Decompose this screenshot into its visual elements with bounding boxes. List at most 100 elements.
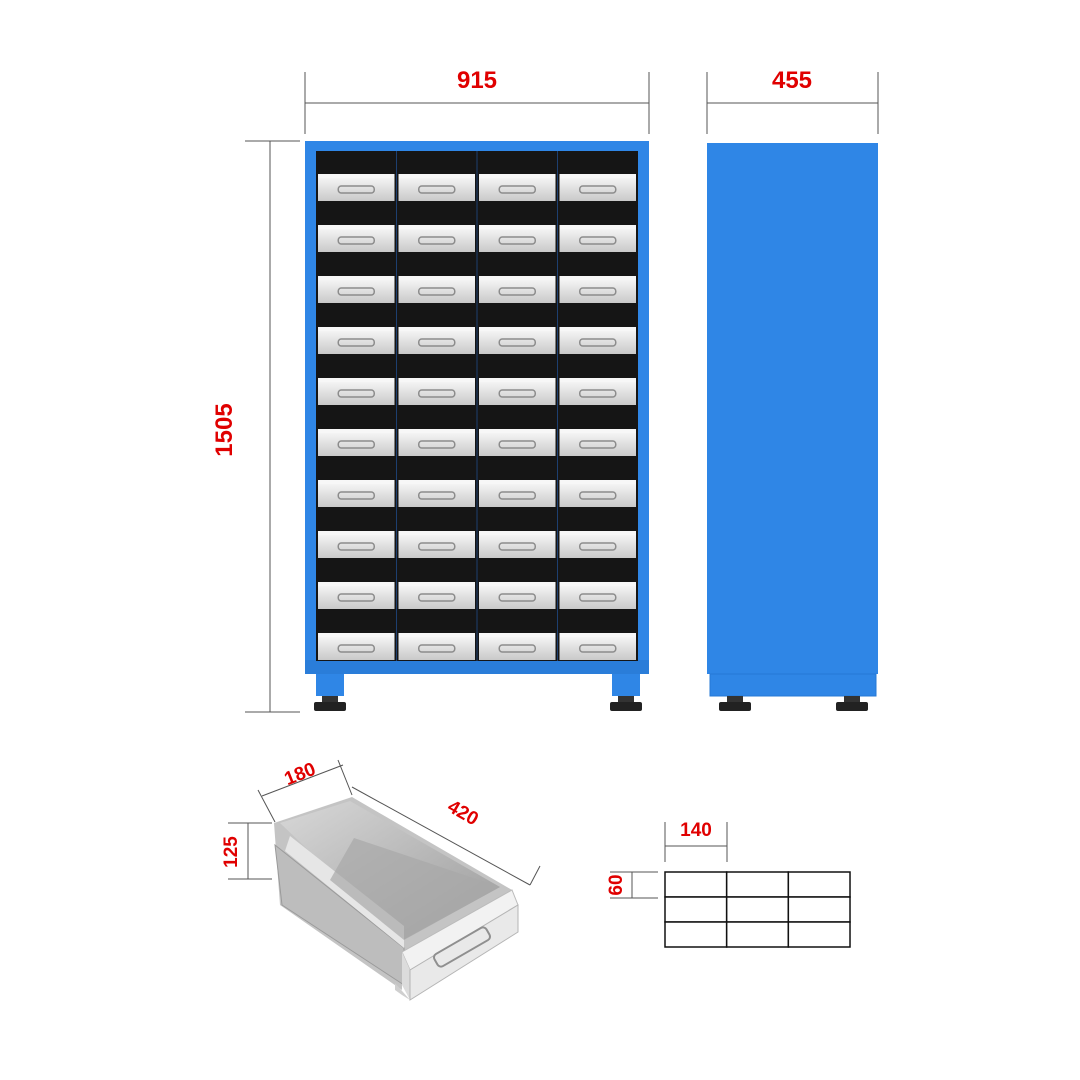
drawer-handle — [337, 389, 375, 398]
drawer-handle — [418, 338, 456, 347]
drawer-bin[interactable] — [479, 582, 556, 609]
grid-cell — [664, 871, 728, 898]
drawer-height-label: 125 — [221, 836, 242, 868]
drawer-handle — [498, 644, 536, 653]
drawer-handle — [579, 440, 617, 449]
drawer-handle — [579, 185, 617, 194]
drawer-bin[interactable] — [479, 276, 556, 303]
drawer-bin[interactable] — [398, 225, 476, 252]
drawer-bin[interactable] — [559, 582, 637, 609]
cabinet-side-panel — [707, 143, 878, 674]
drawer-handle — [337, 644, 375, 653]
drawer-bin[interactable] — [559, 633, 637, 660]
drawer-bin[interactable] — [398, 378, 476, 405]
cell-width-label: 140 — [680, 820, 712, 841]
drawer-bin[interactable] — [398, 633, 476, 660]
drawer-width-label: 180 — [282, 759, 319, 790]
front-right-foot — [610, 674, 642, 711]
cabinet-front-base — [305, 660, 649, 674]
drawer-handle — [498, 593, 536, 602]
drawer-bin[interactable] — [318, 276, 395, 303]
drawer-bin[interactable] — [559, 480, 637, 507]
drawer-bin[interactable] — [479, 378, 556, 405]
drawer-handle — [418, 389, 456, 398]
drawer-handle — [579, 644, 617, 653]
front-view: 915 1505 — [211, 67, 650, 713]
drawer-handle — [498, 389, 536, 398]
drawer-bin[interactable] — [318, 378, 395, 405]
drawer-handle — [418, 593, 456, 602]
grid-cell — [664, 921, 728, 948]
drawer-bin[interactable] — [479, 225, 556, 252]
drawer-bin[interactable] — [398, 429, 476, 456]
drawer-handle — [337, 542, 375, 551]
drawer-tray — [274, 797, 519, 1001]
drawer-bin[interactable] — [318, 174, 395, 201]
cell-height-dimension: 60 — [606, 871, 658, 899]
grid-cell — [787, 896, 851, 923]
drawer-handle — [579, 287, 617, 296]
cell-width-dimension: 140 — [664, 820, 728, 862]
drawer-handle — [337, 491, 375, 500]
drawer-handle — [579, 491, 617, 500]
drawer-bin[interactable] — [559, 531, 637, 558]
drawer-bin[interactable] — [398, 327, 476, 354]
drawer-bin[interactable] — [479, 174, 556, 201]
drawer-detail: 180 420 125 — [221, 759, 541, 1001]
drawer-handle — [579, 236, 617, 245]
drawer-handle — [579, 542, 617, 551]
drawer-handle — [498, 185, 536, 194]
drawer-bin[interactable] — [479, 633, 556, 660]
drawer-handle — [337, 236, 375, 245]
front-left-foot — [314, 674, 346, 711]
drawer-handle — [337, 185, 375, 194]
side-view: 455 — [706, 67, 879, 711]
grid-cell — [725, 871, 790, 898]
front-height-label: 1505 — [211, 403, 238, 456]
drawer-bin[interactable] — [479, 531, 556, 558]
drawer-handle — [337, 287, 375, 296]
drawer-handle — [498, 491, 536, 500]
grid-cell — [664, 896, 728, 923]
cell-height-label: 60 — [606, 874, 627, 895]
drawer-bin[interactable] — [559, 225, 637, 252]
drawer-handle — [498, 236, 536, 245]
drawer-bin[interactable] — [318, 633, 395, 660]
drawer-bin[interactable] — [559, 276, 637, 303]
drawer-bin[interactable] — [398, 582, 476, 609]
drawer-bin[interactable] — [398, 480, 476, 507]
drawer-handle — [579, 389, 617, 398]
grid-cell — [725, 896, 790, 923]
drawer-bin[interactable] — [398, 174, 476, 201]
drawer-bin[interactable] — [318, 225, 395, 252]
front-width-label: 915 — [457, 67, 497, 94]
drawer-bin[interactable] — [318, 327, 395, 354]
side-left-foot — [719, 696, 751, 711]
drawer-bin[interactable] — [398, 531, 476, 558]
drawer-bin[interactable] — [318, 429, 395, 456]
drawer-handle — [498, 338, 536, 347]
drawer-length-label: 420 — [444, 796, 482, 830]
drawer-handle — [498, 287, 536, 296]
drawer-bin[interactable] — [318, 480, 395, 507]
drawer-bin[interactable] — [479, 327, 556, 354]
drawer-handle — [337, 440, 375, 449]
divider-grid — [664, 871, 851, 948]
drawer-bin[interactable] — [559, 378, 637, 405]
drawer-handle — [418, 236, 456, 245]
drawer-handle — [418, 185, 456, 194]
grid-cell — [787, 921, 851, 948]
drawer-bin[interactable] — [559, 327, 637, 354]
drawer-bin[interactable] — [318, 582, 395, 609]
drawer-handle — [337, 338, 375, 347]
drawer-bin[interactable] — [559, 429, 637, 456]
drawer-bin[interactable] — [479, 429, 556, 456]
drawer-bin[interactable] — [559, 174, 637, 201]
drawer-bin[interactable] — [479, 480, 556, 507]
drawer-grid — [318, 151, 636, 661]
front-height-dimension: 1505 — [211, 140, 300, 713]
drawer-handle — [432, 926, 492, 968]
drawer-bin[interactable] — [398, 276, 476, 303]
drawer-bin[interactable] — [318, 531, 395, 558]
